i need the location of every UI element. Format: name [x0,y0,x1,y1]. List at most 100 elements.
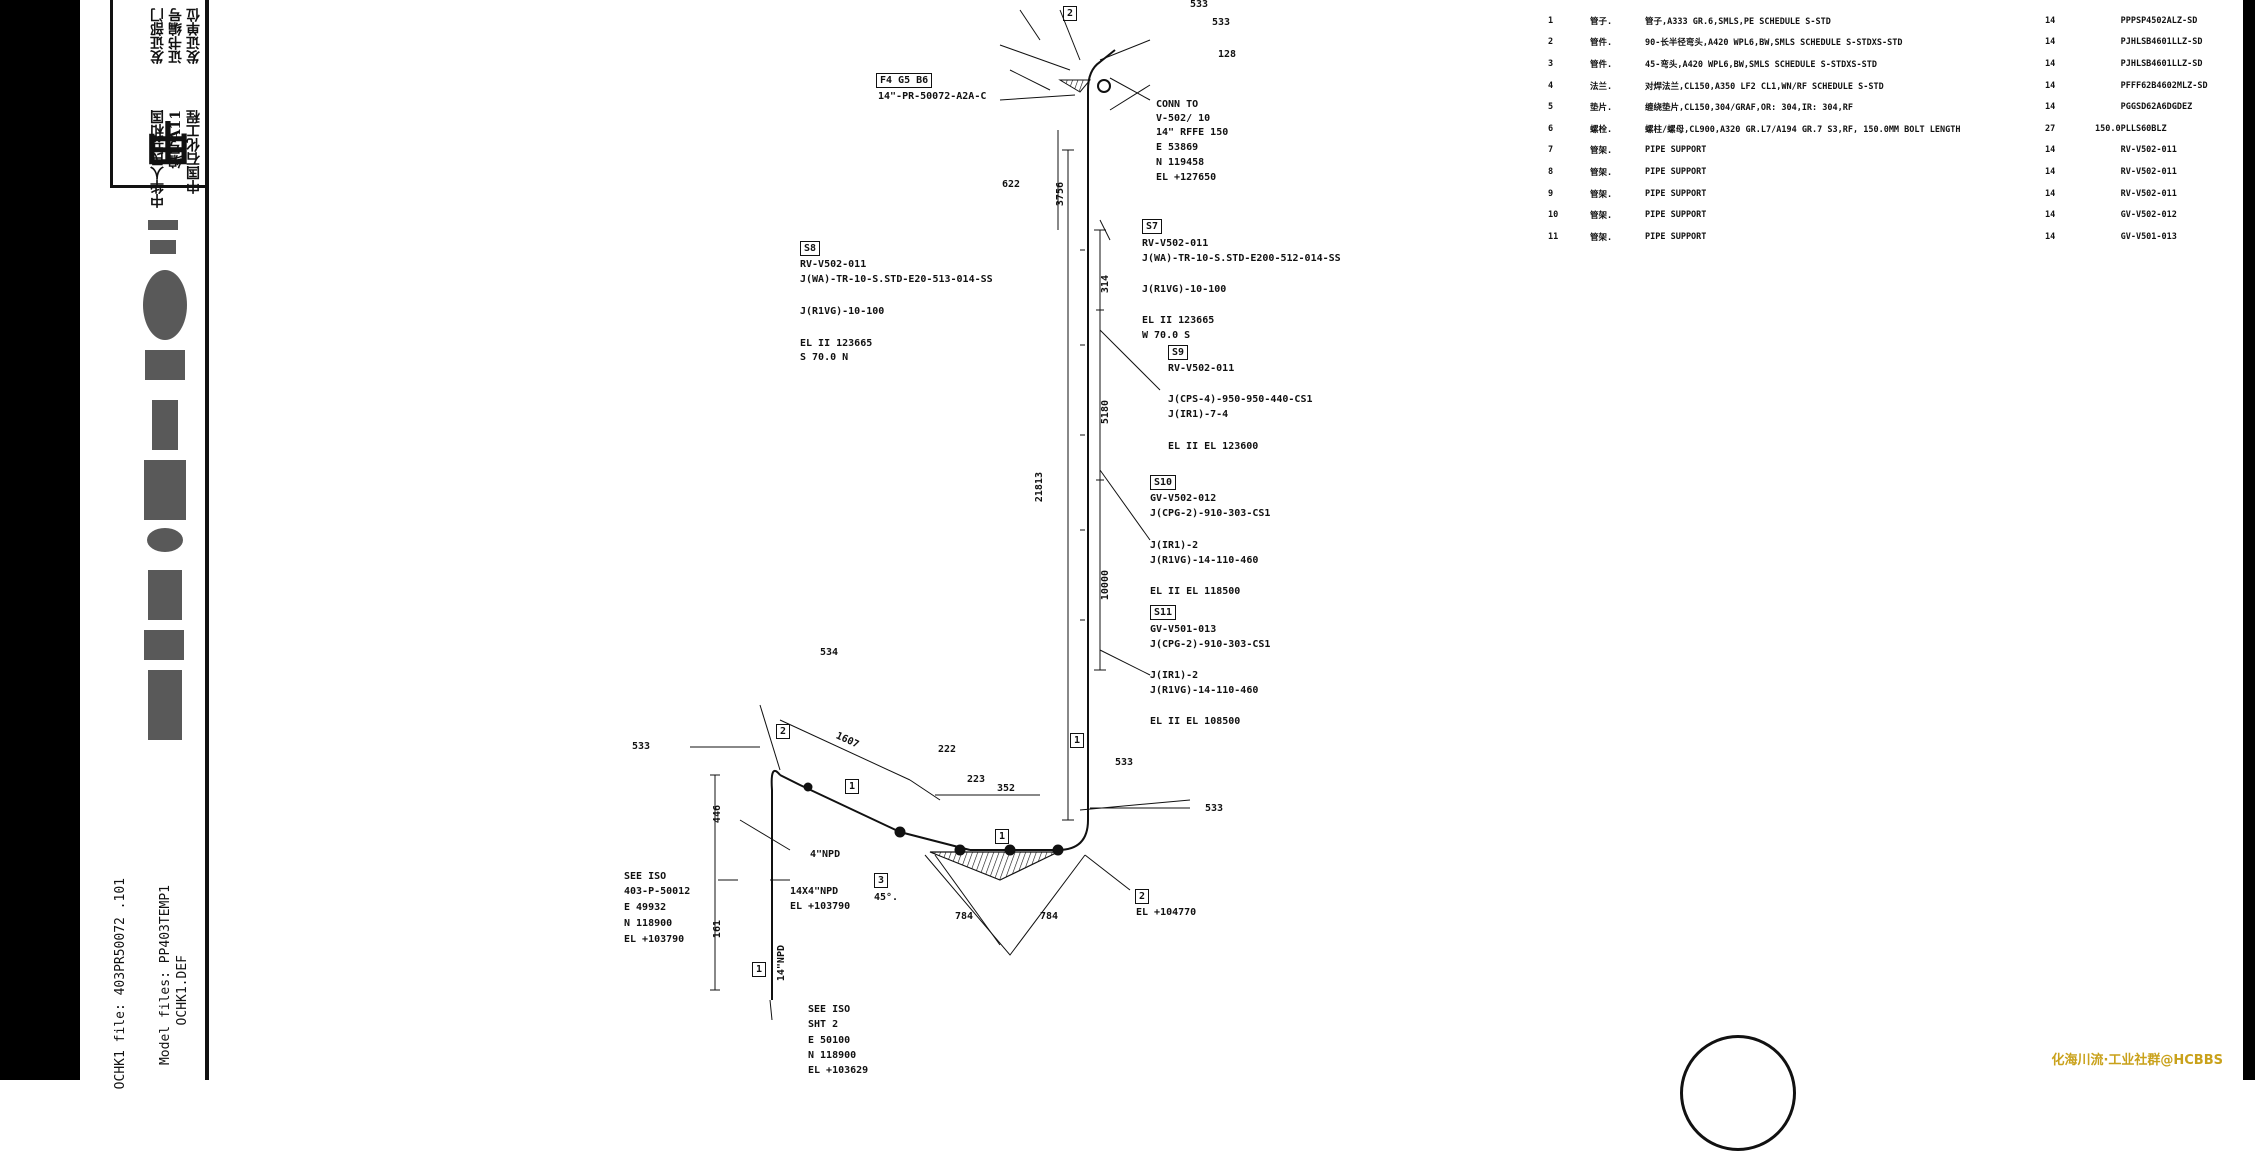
s7-line-4: EL II 123665 [1142,315,1215,326]
bom-extra [2095,183,2121,205]
dim-223: 223 [967,774,986,785]
bom-desc: 90-长半径弯头,A420 WPL6,BW,SMLS SCHEDULE S-ST… [1645,38,1903,49]
bom-no: 1 [1548,15,1554,26]
item-tag-1-vertical: 1 [1070,733,1085,748]
s9-tag: S9 [1168,345,1189,360]
s10-tag: S10 [1150,475,1177,490]
see-iso-1-l1: SEE ISO [624,871,667,882]
conn-label-3: 14" RFFE 150 [1156,127,1229,138]
conn-label-4: E 53869 [1156,142,1199,153]
bom-cat: 法兰. [1590,81,1613,92]
bottom-533-mid: 533 [1205,803,1224,814]
top-tag-2: 2 [1063,6,1078,21]
conn-label-6: EL +127650 [1156,172,1217,183]
dim-5180: 5180 [1100,400,1111,425]
item-tag-2-right: 2 [1135,889,1150,904]
bom-no: 3 [1548,58,1554,69]
bom-no: 11 [1548,231,1559,242]
bom-no: 4 [1548,80,1554,91]
el-103790: EL +103790 [790,901,851,912]
bom-cat: 垫片. [1590,103,1613,114]
s7-line-3: J(R1VG)-10-100 [1142,284,1227,295]
bom-qty: 27 [2045,123,2056,134]
item-tag-1-lower: 1 [752,962,767,977]
conn-label-2: V-502/ 10 [1156,113,1211,124]
s10-line-4: J(R1VG)-14-110-460 [1150,555,1259,566]
npd-14x4: 14X4"NPD [790,886,839,897]
bom-qty: 14 [2045,58,2056,69]
top-622: 622 [1002,179,1021,190]
bom-no: 8 [1548,166,1554,177]
bom-code: PFFF62B4602MLZ-SD [2120,80,2208,91]
bom-qty: 14 [2045,102,2056,113]
bom-cat: 管架. [1590,146,1613,157]
s8-line-3: J(R1VG)-10-100 [800,306,885,317]
bom-desc: PIPE SUPPORT [1645,145,1707,156]
see-iso-1-l5: EL +103790 [624,934,685,945]
see-iso-1-l3: E 49932 [624,902,667,913]
header-box-label: F4 G5 B6 [876,73,933,88]
bom-code: GV-V502-012 [2120,210,2177,221]
dim-222: 222 [938,744,957,755]
item-tag-3: 3 [874,873,889,888]
bom-row: 11 管架. PIPE SUPPORT 14 GV-V501-013 [1548,226,2231,248]
bom-extra [2095,32,2121,54]
bom-cat: 管架. [1590,232,1613,243]
bom-qty: 14 [2045,231,2056,242]
watermark: 化海川流·工业社群@HCBBS [2051,1053,2223,1068]
bom-qty: 14 [2045,166,2056,177]
bottom-534: 534 [820,647,839,658]
bom-extra [2095,96,2121,118]
s11-line-5: EL II EL 108500 [1150,716,1241,727]
bom-desc: 45-弯头,A420 WPL6,BW,SMLS SCHEDULE S-STDXS… [1645,59,1877,70]
angle-45: 45°. [874,892,899,903]
company-logo [143,220,187,740]
bom-no: 9 [1548,188,1554,199]
see-iso-1-l2: 403-P-50012 [624,886,691,897]
bom-no: 5 [1548,102,1554,113]
bottom-533-right: 533 [1115,757,1134,768]
s9-line-1: RV-V502-011 [1168,363,1235,374]
bom-code: PJHLSB4601LLZ-SD [2120,37,2203,48]
item-tag-2-left: 2 [776,724,791,739]
see-iso-2-l4: N 118900 [808,1050,857,1061]
bom-code: RV-V502-011 [2120,188,2177,199]
see-iso-2-l2: SHT 2 [808,1019,839,1030]
s7-tag: S7 [1142,219,1163,234]
bom-code: PLLS60BLZ [2120,123,2167,134]
right-black-border [2243,0,2255,1080]
bom-desc: PIPE SUPPORT [1645,188,1707,199]
dim-3756: 3756 [1055,182,1066,207]
bom-qty: 14 [2045,210,2056,221]
bom-desc: PIPE SUPPORT [1645,231,1707,242]
bom-code: PGGSD62A6DGDEZ [2120,102,2193,113]
dim-161: 161 [712,920,723,939]
top-533-b: 533 [1212,17,1231,28]
s9-line-3: J(IR1)-7-4 [1168,409,1229,420]
s8-tag: S8 [800,241,821,256]
bom-cat: 管件. [1590,38,1613,49]
bom-qty: 14 [2045,15,2056,26]
dim-784-right: 784 [1040,911,1059,922]
dim-14npd-vertical: 14"NPD [776,945,787,982]
drawing-frame-line [205,0,209,1080]
bom-desc: 螺柱/螺母,CL900,A320 GR.L7/A194 GR.7 S3,RF, … [1645,124,1961,135]
bom-qty: 14 [2045,188,2056,199]
bom-code: RV-V502-011 [2120,145,2177,156]
bom-extra [2095,204,2121,226]
s10-line-3: J(IR1)-2 [1150,540,1199,551]
bom-desc: PIPE SUPPORT [1645,210,1707,221]
bottom-533-left: 533 [632,741,651,752]
bom-desc: 缠绕垫片,CL150,304/GRAF,OR: 304,IR: 304,RF [1645,103,1853,114]
npd-4: 4"NPD [810,849,841,860]
el-104770: EL +104770 [1136,907,1197,918]
bom-code: GV-V501-013 [2120,231,2177,242]
bom-desc: 管子,A333 GR.6,SMLS,PE SCHEDULE S-STD [1645,16,1831,27]
